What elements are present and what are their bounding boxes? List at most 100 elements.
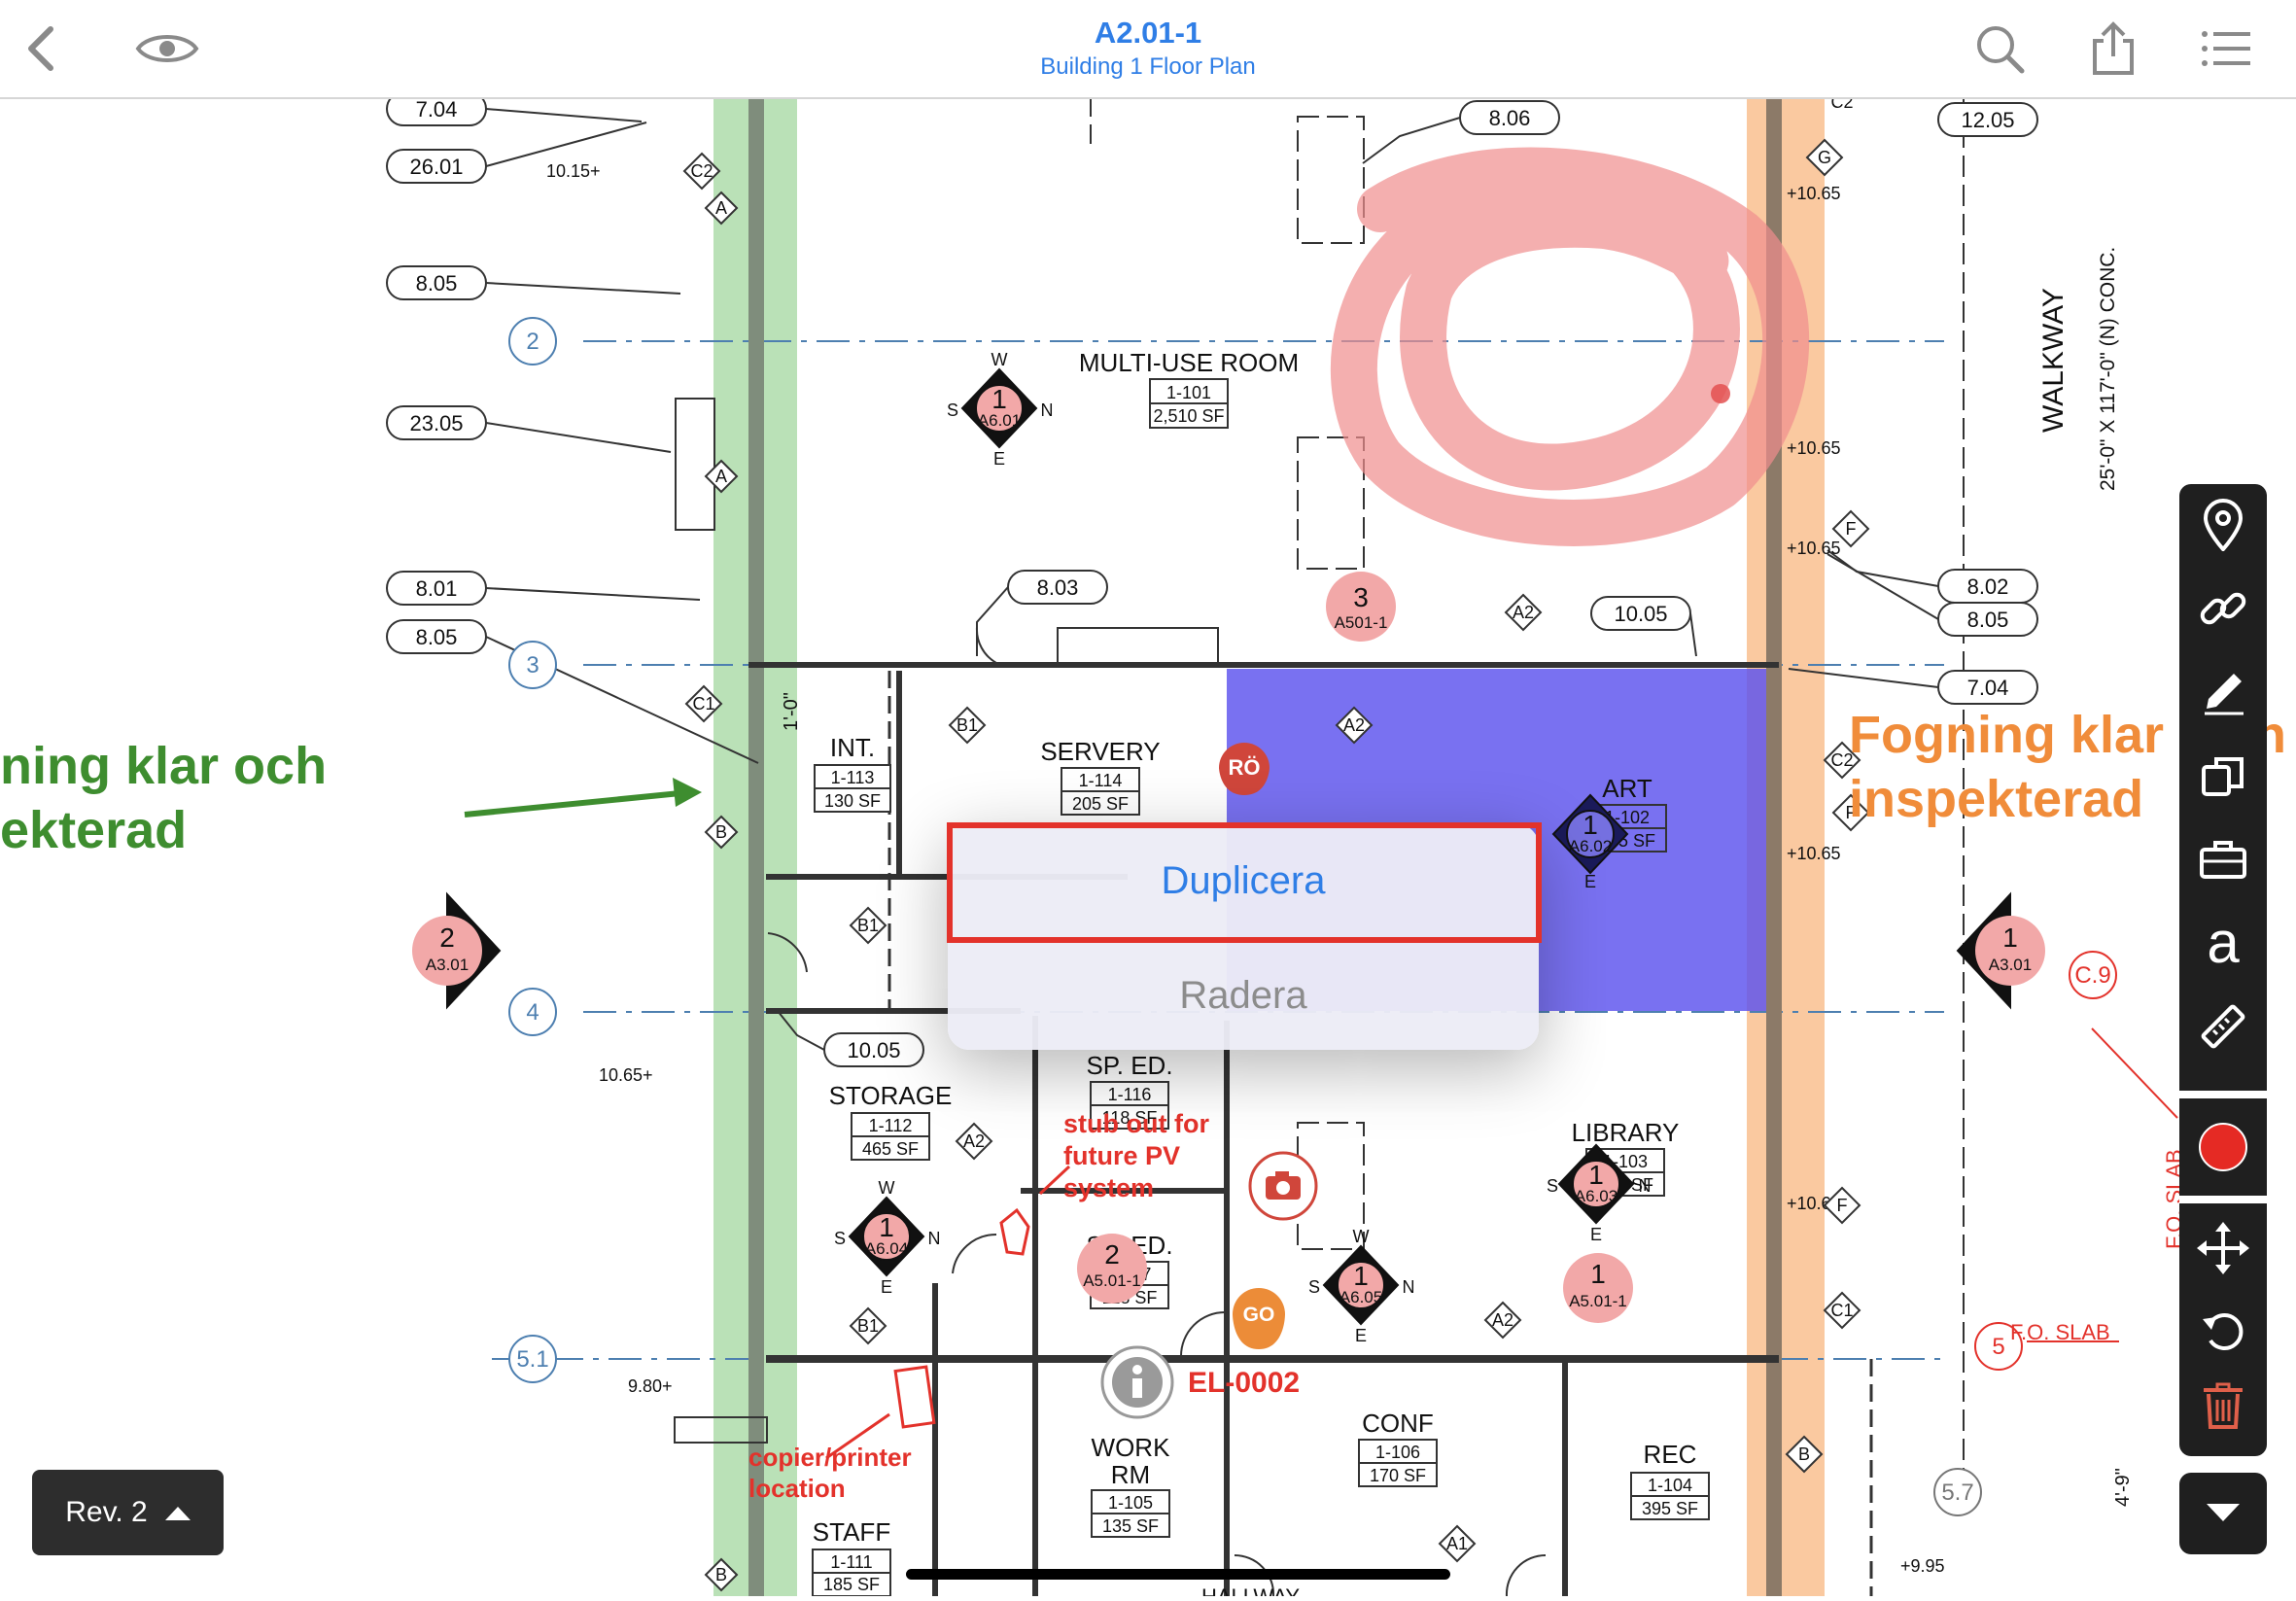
callout-26-01: 26.01	[409, 155, 463, 179]
tag-a2-4: A2	[1492, 1310, 1513, 1330]
room-id-1-112: 1-112	[869, 1116, 913, 1135]
room-id-1-105: 1-105	[1108, 1493, 1153, 1513]
compass-e-3: E	[1355, 1326, 1367, 1345]
callout-8-01: 8.01	[416, 576, 458, 601]
sheet-name[interactable]: Building 1 Floor Plan	[1040, 53, 1256, 80]
tool-ruler[interactable]	[2179, 986, 2267, 1067]
callout-8-02: 8.02	[1967, 574, 2009, 599]
room-area-1-112: 465 SF	[862, 1139, 919, 1159]
tag-f-3: F	[1837, 1196, 1848, 1215]
delete-menu-item[interactable]: Radera	[1179, 973, 1307, 1017]
section-ref-a301: A3.01	[426, 956, 469, 974]
section-1-a604: 1	[879, 1212, 894, 1242]
tag-b1-3: B1	[857, 1316, 879, 1336]
tag-b1: B1	[957, 715, 978, 735]
grid-label-5-1: 5.1	[516, 1346, 548, 1373]
room-rec: REC	[1644, 1440, 1697, 1469]
section-ref-a605: A6.05	[1339, 1288, 1382, 1306]
grid-label-3: 3	[526, 652, 539, 679]
tool-undo[interactable]	[2179, 1289, 2267, 1371]
tool-link[interactable]	[2179, 568, 2267, 649]
copier-location-note[interactable]: copier/printer location	[748, 1443, 912, 1504]
callout-8-03: 8.03	[1037, 575, 1079, 600]
briefcase-icon	[2200, 841, 2246, 879]
room-conf: CONF	[1362, 1409, 1434, 1438]
camera-pin[interactable]	[1248, 1151, 1318, 1221]
search-button[interactable]	[1968, 17, 2031, 80]
copy-icon	[2202, 757, 2244, 796]
eye-icon	[135, 35, 199, 62]
list-button[interactable]	[2195, 17, 2257, 80]
tag-f-2: F	[1846, 803, 1857, 822]
sheet-id[interactable]: A2.01-1	[1094, 16, 1202, 50]
duplicate-menu-item[interactable]: Duplicera	[1161, 858, 1326, 902]
compass-e-1: E	[993, 449, 1005, 469]
tag-b1-2: B1	[857, 916, 879, 935]
room-multi-use: MULTI-USE ROOM	[1079, 348, 1299, 377]
tool-pencil[interactable]	[2179, 651, 2267, 733]
tag-a2-2: A2	[1513, 603, 1534, 622]
toolbar-collapse-button[interactable]	[2179, 1473, 2267, 1554]
callout-8-05b: 8.05	[416, 625, 458, 649]
green-note-line-1: ning klar och	[0, 737, 328, 795]
pin-icon	[2203, 499, 2244, 551]
elevation-10-65-b: +10.65	[1787, 438, 1841, 458]
tool-copy[interactable]	[2179, 735, 2267, 817]
revision-label: Rev. 2	[65, 1496, 148, 1528]
tag-a2: A2	[1343, 715, 1365, 735]
tag-a2-3: A2	[963, 1131, 985, 1151]
callout-10-05: 10.05	[1614, 602, 1667, 626]
dimension-4-9: 4'-9"	[2112, 1468, 2134, 1507]
section-1-a301: 1	[2002, 922, 2018, 953]
share-button[interactable]	[2082, 17, 2144, 80]
tool-text[interactable]: a	[2179, 902, 2267, 984]
tag-c2-2: C2	[1830, 750, 1853, 770]
info-pin[interactable]	[1100, 1345, 1174, 1419]
el-0002-tag[interactable]: EL-0002	[1188, 1367, 1301, 1399]
compass-w-2: W	[879, 1178, 895, 1198]
pv-note-line-3: system	[1063, 1172, 1155, 1202]
compass-s-1: S	[947, 400, 958, 420]
tool-move[interactable]	[2179, 1207, 2267, 1289]
pv-markup-shape	[999, 1207, 1030, 1256]
room-area-1-101: 2,510 SF	[1153, 406, 1224, 426]
section-1-a501b: 1	[1590, 1259, 1606, 1289]
toolbar-separator	[2179, 1091, 2267, 1098]
room-area-1-111: 185 SF	[823, 1575, 880, 1594]
section-ref-a501: A501-1	[1335, 613, 1388, 632]
room-storage: STORAGE	[829, 1081, 953, 1110]
callout-7-04b: 7.04	[1967, 676, 2009, 700]
room-sp-ed-1: SP. ED.	[1086, 1051, 1172, 1080]
pv-stub-note[interactable]: stub out for future PV system	[1063, 1108, 1209, 1204]
room-id-1-113: 1-113	[831, 768, 875, 787]
go-pin-label: GO	[1243, 1304, 1275, 1326]
search-icon	[1977, 26, 2025, 74]
visibility-button[interactable]	[134, 17, 200, 80]
trash-icon	[2204, 1382, 2243, 1429]
tool-pin[interactable]	[2179, 484, 2267, 566]
section-ref-a604: A6.04	[865, 1239, 908, 1258]
share-icon	[2093, 21, 2134, 75]
floor-plan-canvas[interactable]: 7.04 26.01 8.05 23.05 8.01 8.05 8.06 12.…	[0, 91, 2296, 1601]
dimension-1-0: 1'-0"	[781, 692, 802, 731]
tool-delete[interactable]	[2179, 1365, 2267, 1446]
green-arrow	[464, 789, 691, 818]
back-button[interactable]	[10, 17, 72, 80]
green-status-note[interactable]: ning klar och ekterad	[0, 735, 327, 863]
tag-c1-2: C1	[1830, 1301, 1853, 1320]
ro-pin[interactable]: RÖ	[1219, 743, 1270, 795]
section-ref-a603: A6.03	[1575, 1187, 1618, 1205]
room-id-1-106: 1-106	[1375, 1443, 1420, 1462]
go-pin[interactable]: GO	[1233, 1288, 1285, 1349]
compass-s-2: S	[834, 1229, 846, 1248]
revision-button[interactable]: Rev. 2	[32, 1470, 224, 1555]
section-2-a501: 2	[1104, 1239, 1120, 1270]
compass-e-4: E	[1590, 1225, 1602, 1244]
pencil-icon	[2205, 674, 2244, 715]
section-ref-a602: A6.02	[1569, 837, 1612, 855]
copier-markup-shape	[893, 1365, 936, 1429]
floor-plan-drawing: 7.04 26.01 8.05 23.05 8.01 8.05 8.06 12.…	[386, 91, 2186, 1601]
tool-briefcase[interactable]	[2179, 818, 2267, 900]
tool-color[interactable]	[2179, 1100, 2267, 1194]
section-1-a605: 1	[1353, 1261, 1369, 1291]
